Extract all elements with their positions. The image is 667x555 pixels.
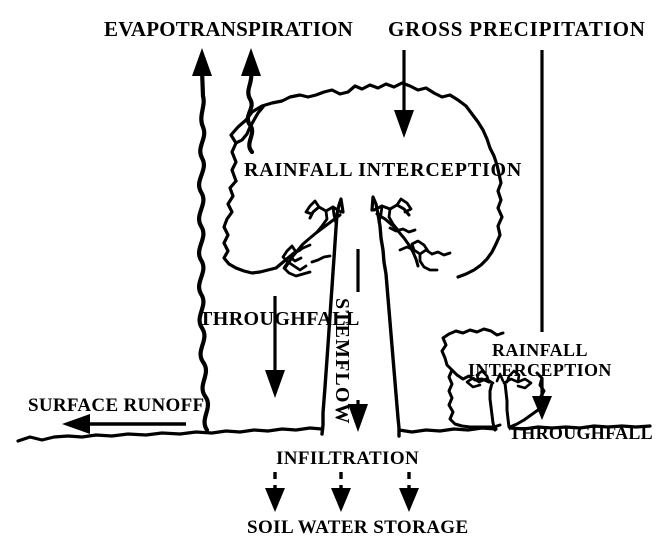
stemflow-arrow (348, 249, 368, 432)
label-rainfall-interception-small-line1: RAINFALL (492, 340, 588, 360)
infiltration-arrow-3 (399, 472, 419, 512)
surface-runoff-arrow (62, 414, 186, 434)
small-tree (440, 327, 546, 432)
label-throughfall-small: THROUGHFALL (509, 423, 653, 443)
throughfall-arrow-small (532, 378, 552, 420)
label-gross-precipitation: GROSS PRECIPITATION (388, 17, 646, 41)
evapotranspiration-arrow-short (241, 48, 261, 155)
throughfall-arrow-main (265, 296, 285, 398)
label-stemflow: STEMFLOW (331, 298, 353, 425)
label-surface-runoff: SURFACE RUNOFF (28, 395, 205, 416)
gross-precipitation-arrow (394, 50, 414, 138)
label-infiltration: INFILTRATION (276, 448, 420, 469)
label-rainfall-interception-small-line2: INTERCEPTION (468, 360, 612, 380)
ground-line (16, 424, 652, 443)
main-tree-trunk (281, 195, 452, 438)
infiltration-arrow-2 (331, 472, 351, 512)
evapotranspiration-arrow-long (192, 48, 212, 433)
label-throughfall-main: THROUGHFALL (199, 308, 360, 330)
label-evapotranspiration: EVAPOTRANSPIRATION (104, 17, 354, 41)
label-soil-water-storage: SOIL WATER STORAGE (247, 517, 469, 538)
infiltration-arrow-1 (265, 472, 285, 512)
label-rainfall-interception-main: RAINFALL INTERCEPTION (244, 159, 523, 181)
